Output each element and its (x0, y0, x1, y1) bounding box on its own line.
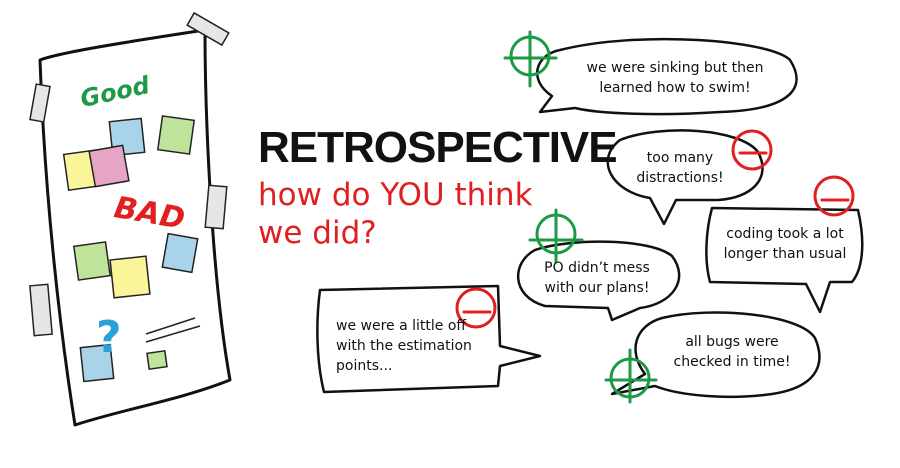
speech-bubble-text: we were sinking but then learned how to … (586, 60, 764, 96)
page-title: RETROSPECTIVE (258, 123, 618, 172)
speech-bubble-2 (606, 129, 764, 226)
speech-bubble-text: coding took a lot longer than usual (723, 226, 847, 262)
plus-icon (528, 208, 584, 264)
speech-bubble-text: too many distractions! (636, 150, 724, 186)
board-scribble-lines (145, 317, 201, 343)
speech-bubble-text: all bugs were checked in time! (673, 334, 791, 370)
minus-icon (731, 129, 773, 171)
speech-bubble-4 (517, 240, 681, 322)
speech-bubble-1 (535, 37, 798, 116)
minus-icon (813, 175, 855, 217)
minus-icon (455, 287, 497, 329)
page-subtitle: how do YOU think we did? (258, 177, 533, 251)
speech-bubble-text: we were a little off with the estimation… (336, 318, 472, 374)
speech-bubble-text: PO didn’t mess with our plans! (544, 260, 650, 296)
tape-strips (29, 11, 230, 337)
sticky-notes (62, 115, 199, 383)
board-question-mark: ? (96, 312, 122, 363)
plus-icon (604, 348, 658, 404)
speech-bubble-3 (705, 206, 864, 314)
plus-icon (503, 30, 558, 88)
